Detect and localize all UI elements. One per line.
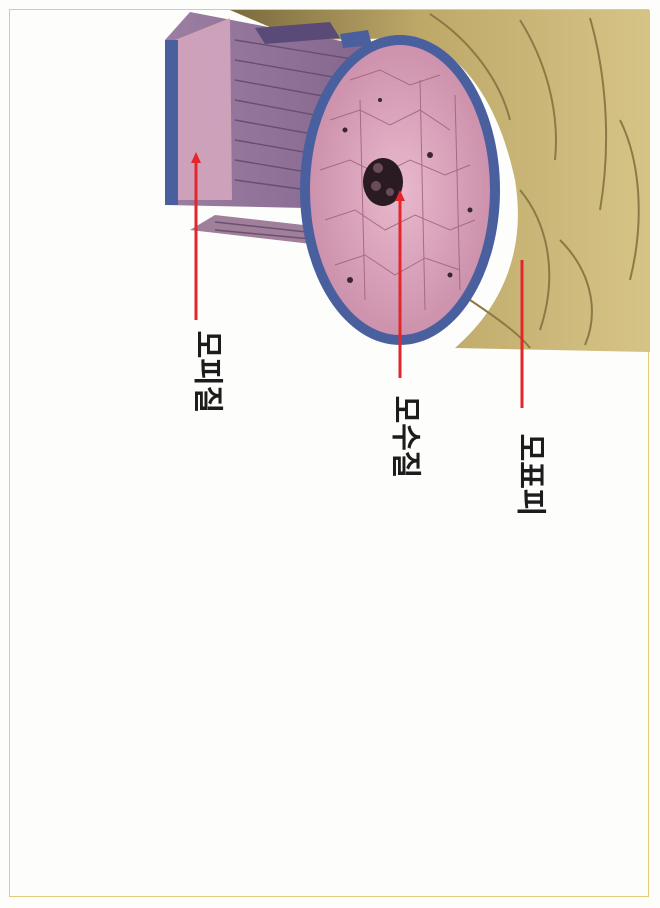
label-cuticle: 모표피: [514, 434, 544, 517]
label-medulla: 모수질: [389, 396, 419, 479]
label-cortex: 모피질: [191, 331, 221, 414]
